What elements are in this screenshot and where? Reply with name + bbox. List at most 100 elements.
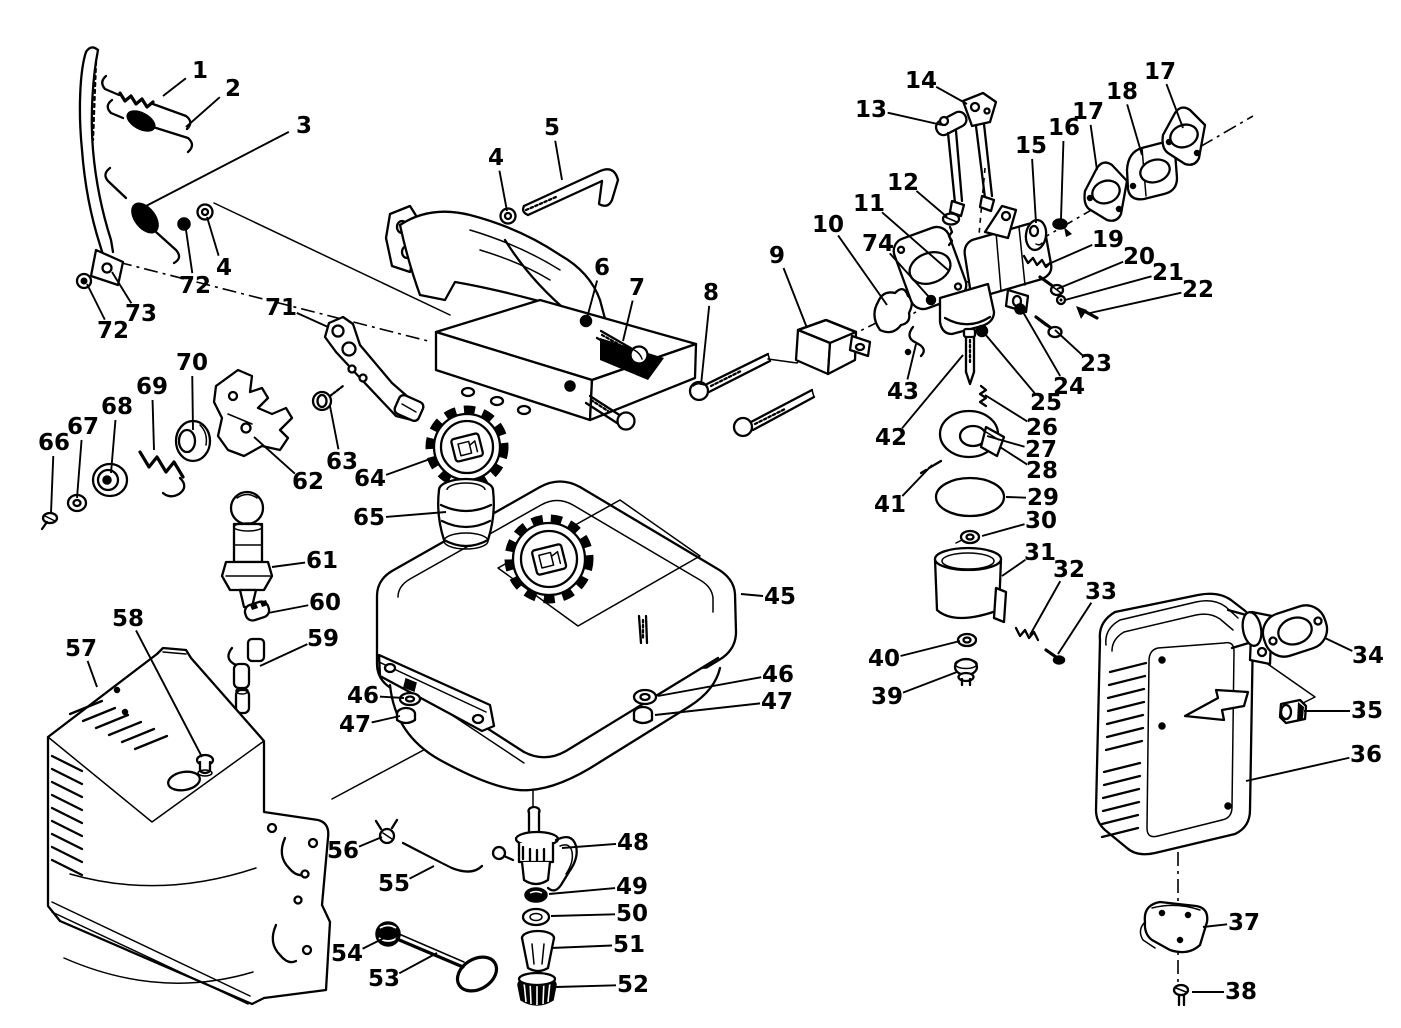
leader-line-56 (358, 836, 383, 848)
callout-45: 45 (764, 584, 796, 610)
insulator-18 (1125, 141, 1179, 201)
callout-14: 14 (905, 68, 937, 94)
callout-58: 58 (112, 606, 144, 632)
callout-64: 64 (354, 466, 386, 492)
callout-22: 22 (1182, 277, 1214, 303)
filter-cup-51 (520, 929, 556, 973)
bolt-7a (595, 329, 649, 365)
leader-line-27 (986, 435, 1025, 448)
spring-32 (1014, 626, 1040, 642)
callout-6: 6 (594, 255, 610, 281)
callout-39: 39 (871, 684, 903, 710)
callout-17: 17 (1144, 59, 1176, 85)
callout-28: 28 (1026, 458, 1058, 484)
leader-line-49 (548, 887, 616, 895)
gasket-17a (1083, 161, 1129, 222)
cover-knob (195, 753, 215, 777)
leader-line-1 (162, 77, 187, 97)
tank-stud-right (632, 614, 658, 725)
leader-line-36 (1245, 756, 1350, 782)
fuel-pipe-55 (401, 841, 484, 873)
carburetor-assembly (688, 91, 1207, 687)
petcock-48 (491, 805, 578, 892)
callout-65: 65 (353, 505, 385, 531)
bowl-gasket-29 (934, 476, 1006, 518)
fuel-filter-65 (437, 477, 495, 550)
leader-line-10 (837, 234, 888, 306)
leader-line-43 (906, 343, 917, 380)
callout-53: 53 (368, 966, 400, 992)
callout-7: 7 (629, 275, 645, 301)
leader-line-7 (622, 300, 634, 342)
callout-4: 4 (216, 255, 232, 281)
bolt-7b (584, 394, 636, 431)
leader-line-17 (1165, 83, 1184, 129)
callout-2: 2 (225, 76, 241, 102)
callout-56: 56 (327, 838, 359, 864)
leader-line-17 (1089, 124, 1098, 171)
leader-line-16 (1060, 140, 1065, 220)
callout-32: 32 (1053, 557, 1085, 583)
callout-59: 59 (307, 626, 339, 652)
callout-54: 54 (331, 941, 363, 967)
leader-line-52 (555, 984, 617, 988)
leader-line-37 (1202, 923, 1228, 928)
washer-40 (956, 632, 978, 648)
leader-line-64 (385, 458, 431, 476)
callout-51: 51 (613, 932, 645, 958)
callout-47: 47 (761, 689, 793, 715)
cover-louvers-left (50, 754, 84, 877)
clip-43 (908, 325, 925, 358)
callout-42: 42 (875, 425, 907, 451)
callout-74: 74 (862, 231, 894, 257)
breather-pipe-5 (521, 168, 620, 217)
spring-26 (978, 384, 988, 408)
leader-line-74 (889, 252, 930, 298)
choke-shaft-14 (961, 91, 998, 213)
leader-line-68 (110, 419, 117, 474)
callout-29: 29 (1027, 485, 1059, 511)
leader-line-66 (50, 455, 55, 514)
leader-line-55 (409, 865, 435, 880)
ball-72b (177, 217, 191, 231)
leader-line-47 (654, 702, 761, 716)
screw-74 (925, 294, 937, 306)
nut-4a (196, 203, 214, 221)
leader-line-21 (1064, 275, 1152, 301)
leader-line-58 (135, 630, 203, 758)
tank-flange-left (377, 653, 496, 733)
lever-serrations (91, 60, 98, 142)
callout-37: 37 (1228, 910, 1260, 936)
leader-line-54 (362, 935, 389, 950)
fuel-cap-64 (425, 405, 509, 489)
callout-71: 71 (265, 295, 297, 321)
cover-oval-hole (167, 770, 201, 792)
callout-36: 36 (1350, 742, 1382, 768)
cover-louvers-top (68, 699, 169, 751)
tank-cap (504, 514, 594, 604)
main-nozzle-42 (962, 327, 977, 386)
callout-3: 3 (296, 113, 312, 139)
leader-line-19 (1043, 244, 1093, 267)
leader-line-51 (550, 944, 613, 949)
muffler-louvers (1100, 661, 1148, 839)
leader-line-50 (550, 913, 616, 917)
leader-line-63 (329, 405, 340, 450)
cover-bracket (266, 822, 319, 964)
bracket-62 (212, 368, 294, 458)
leader-line-4 (498, 170, 508, 212)
leader-line-23 (1054, 329, 1084, 357)
callout-33: 33 (1085, 579, 1117, 605)
ring-30 (955, 529, 981, 545)
screw-33 (1044, 648, 1066, 665)
callout-26: 26 (1026, 415, 1058, 441)
knob-54 (375, 921, 401, 947)
washer-plate-15 (1024, 218, 1048, 252)
leader-line-13 (887, 111, 943, 126)
callout-1: 1 (192, 58, 208, 84)
washer-50 (521, 907, 551, 927)
callout-9: 9 (769, 243, 785, 269)
callout-17: 17 (1072, 99, 1104, 125)
